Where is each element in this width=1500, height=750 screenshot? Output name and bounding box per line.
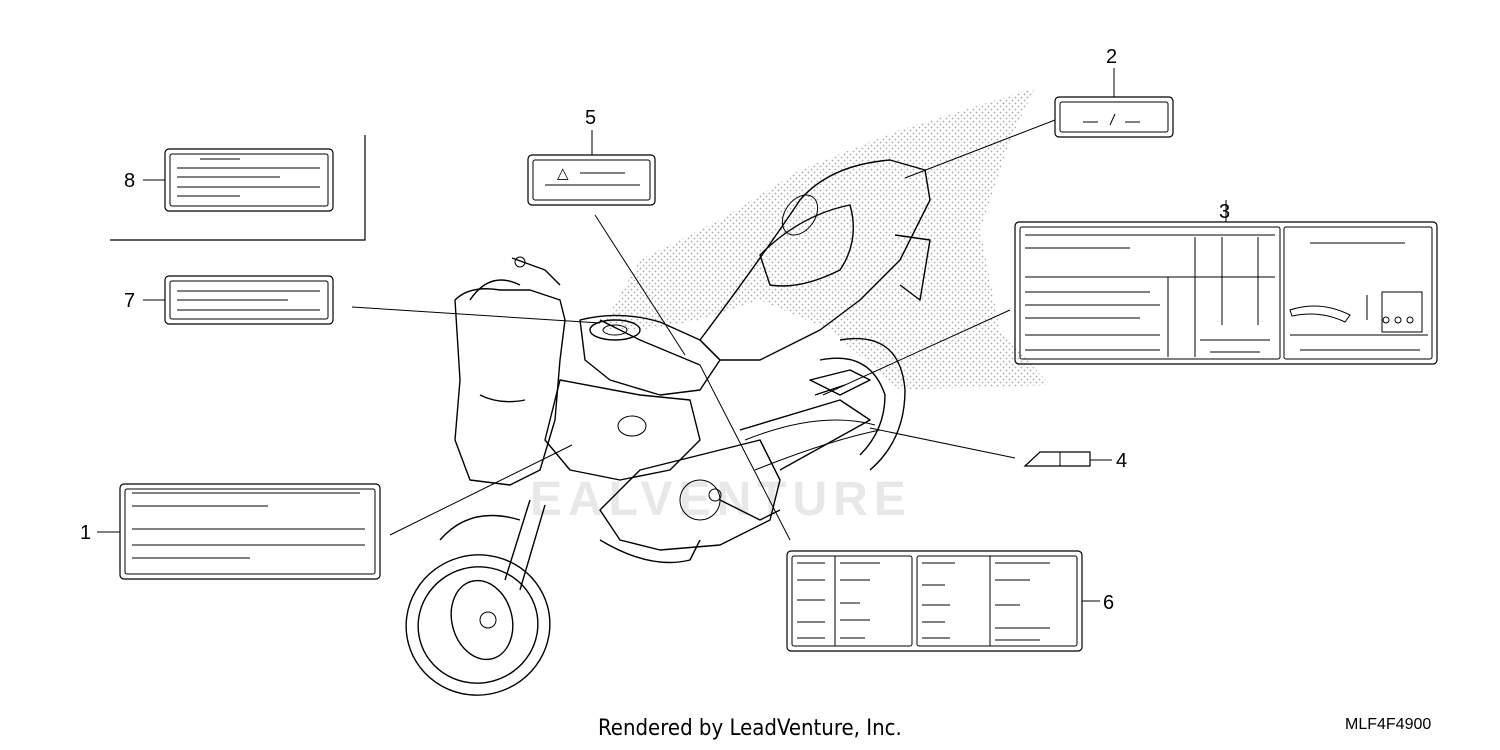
pointer-5 (594, 214, 686, 356)
shading-area (600, 88, 1050, 390)
label-5 (527, 154, 656, 206)
credit-text: Rendered by LeadVenture, Inc. (598, 716, 902, 741)
callout-8: 8 (124, 170, 135, 192)
label-2 (1054, 96, 1174, 138)
warning-triangle-icon: △ (557, 164, 569, 182)
callout-6: 6 (1103, 592, 1114, 614)
watermark: EALVENTURE (530, 473, 912, 526)
label-4 (1023, 451, 1091, 467)
label-1 (119, 483, 381, 580)
callout-2: 2 (1106, 46, 1117, 68)
callout-1: 1 (80, 522, 91, 544)
motorcycle-drawing (405, 159, 931, 696)
pointer-3 (822, 309, 1011, 396)
callout-7: 7 (124, 290, 135, 312)
pointer-6 (699, 364, 791, 541)
callout-3: 3 (1219, 201, 1230, 223)
label-7 (164, 275, 334, 325)
inset-frame (110, 135, 366, 241)
diagram-code: MLF4F4900 (1345, 716, 1432, 733)
pointer-7 (351, 306, 601, 324)
pointer-1 (389, 444, 573, 536)
label-3 (1014, 221, 1438, 365)
label-6 (786, 550, 1083, 652)
label-8 (164, 148, 334, 212)
callout-5: 5 (585, 107, 596, 129)
pointer-2 (904, 119, 1056, 179)
pointer-4 (869, 427, 1016, 459)
callout-4: 4 (1116, 450, 1127, 472)
